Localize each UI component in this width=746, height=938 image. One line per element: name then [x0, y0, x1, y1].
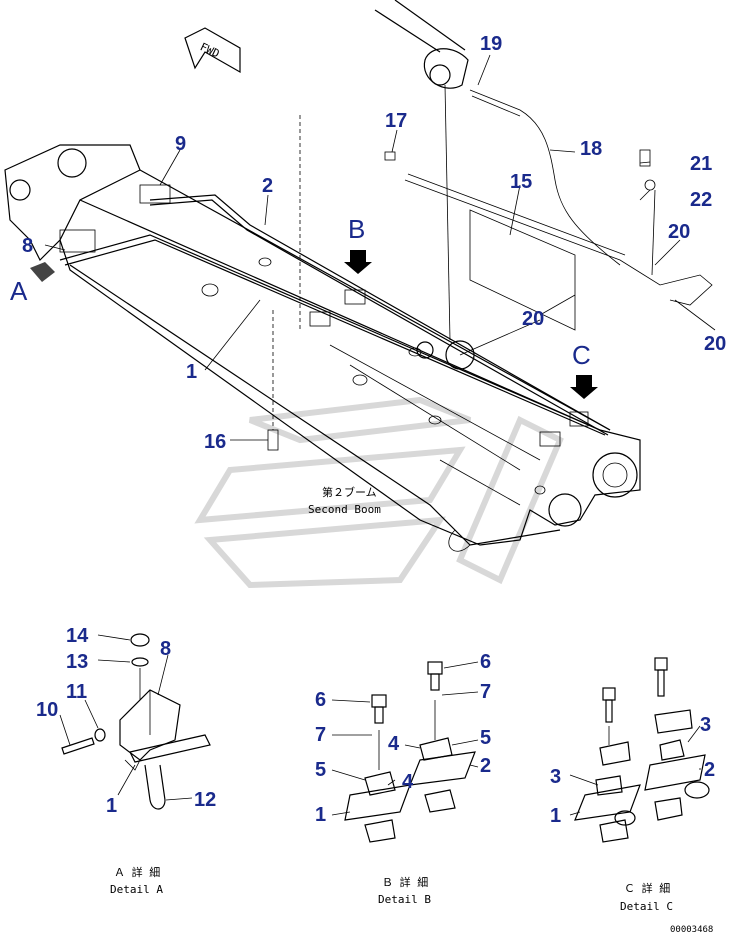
- detail-b-callout-6b: 6: [480, 651, 491, 673]
- callout-20b: 20: [704, 333, 726, 355]
- boom-label-jp: 第２ブーム: [322, 485, 377, 499]
- detail-a-title-en: Detail A: [110, 883, 163, 896]
- callout-9: 9: [175, 133, 186, 155]
- detail-b-drawing: [344, 661, 476, 843]
- detail-b-callout-1: 1: [315, 804, 326, 826]
- callout-15: 15: [510, 171, 532, 193]
- detail-a-callout-14: 14: [66, 625, 89, 647]
- callout-21: 21: [690, 153, 712, 175]
- callout-22: 22: [690, 189, 712, 211]
- detail-b-callout-2: 2: [480, 755, 491, 777]
- detail-b-callout-5b: 5: [480, 727, 491, 749]
- callout-19: 19: [480, 33, 502, 55]
- callout-17: 17: [385, 110, 407, 132]
- detail-b-callout-4a: 4: [402, 771, 414, 793]
- detail-c-callout-2: 2: [704, 759, 715, 781]
- fwd-arrow: FWD: [184, 27, 241, 74]
- detail-b-callout-5a: 5: [315, 759, 326, 781]
- callout-20c: 20: [522, 308, 544, 330]
- detail-b-title-en: Detail B: [378, 893, 431, 906]
- watermark-logo: [194, 396, 564, 589]
- detail-a-callout-8: 8: [160, 638, 171, 660]
- detail-c-callout-1: 1: [550, 805, 561, 827]
- detail-b-callout-7b: 7: [480, 681, 491, 703]
- view-letter-c: C: [572, 340, 591, 370]
- detail-b-callout-7a: 7: [315, 724, 326, 746]
- detail-b-leaders: [331, 661, 479, 816]
- detail-c-callout-3b: 3: [700, 714, 711, 736]
- detail-a-callout-1: 1: [106, 795, 117, 817]
- detail-b-callout-6a: 6: [315, 689, 326, 711]
- main-leaders: [44, 54, 716, 441]
- view-arrows: B C A: [10, 214, 598, 399]
- detail-c-leaders: [569, 725, 701, 816]
- callout-18: 18: [580, 138, 602, 160]
- detail-c-title-en: Detail C: [620, 900, 673, 913]
- detail-a-title-jp: Ａ 詳 細: [114, 865, 160, 879]
- arm-cylinder: [374, 0, 469, 341]
- detail-c-title-jp: Ｃ 詳 細: [624, 881, 670, 895]
- callout-2: 2: [262, 175, 273, 197]
- callout-20a: 20: [668, 221, 690, 243]
- view-letter-b: B: [348, 214, 365, 244]
- detail-b-callout-4b: 4: [388, 733, 400, 755]
- detail-a-callout-13: 13: [66, 651, 88, 673]
- hose-lines: [59, 89, 713, 546]
- callout-8: 8: [22, 235, 33, 257]
- view-letter-a: A: [10, 276, 28, 306]
- detail-a-callout-11: 11: [66, 681, 87, 703]
- detail-a-callout-12: 12: [194, 789, 216, 811]
- detail-c-callout-3a: 3: [550, 766, 561, 788]
- detail-a-drawing: [61, 633, 211, 810]
- detail-b-title-jp: Ｂ 詳 細: [382, 875, 428, 889]
- detail-a-leaders: [59, 634, 193, 801]
- detail-a-callout-10: 10: [36, 699, 58, 721]
- fittings: [59, 115, 656, 451]
- boom-label-en: Second Boom: [308, 503, 381, 516]
- detail-c-drawing: [574, 657, 710, 843]
- callout-1: 1: [186, 361, 197, 383]
- drawing-number: 00003468: [670, 925, 713, 935]
- callout-16: 16: [204, 431, 226, 453]
